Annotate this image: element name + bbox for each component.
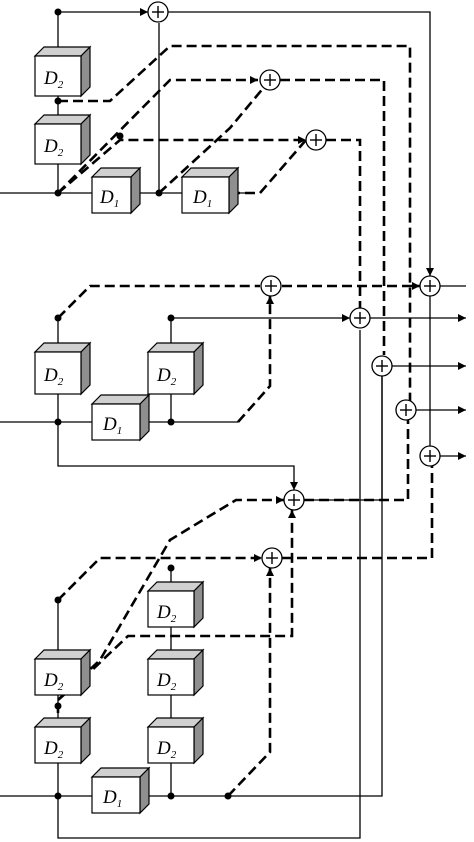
adder-b3 (371, 355, 393, 377)
delay-d1-box: D1 (90, 766, 151, 815)
delay-d2-box: D2 (33, 113, 92, 166)
svg-text:D2: D2 (43, 738, 64, 761)
delay-d2-box: D2 (146, 580, 205, 629)
adder-a1 (147, 1, 169, 23)
delay-d2-box: D2 (33, 45, 92, 98)
adder-b2-left (260, 275, 282, 297)
adder-c1 (283, 489, 305, 511)
delay-d2-box: D2 (146, 648, 205, 697)
delay-d2-box: D2 (33, 716, 92, 765)
delay-d2-box: D2 (33, 648, 92, 697)
svg-text:D2: D2 (43, 670, 64, 693)
svg-text:D2: D2 (43, 68, 64, 91)
adder-a2 (259, 69, 281, 91)
adder-b4 (395, 399, 417, 421)
svg-text:D2: D2 (156, 738, 177, 761)
delay-d1-box: D1 (90, 166, 142, 215)
delay-d1-box: D1 (180, 166, 240, 215)
dashed-wires (56, 44, 434, 797)
junction-dots (54, 8, 232, 800)
adder-c2 (261, 547, 283, 569)
svg-text:D1: D1 (102, 414, 122, 437)
delay-d1-box: D1 (90, 393, 151, 442)
arrowheads (140, 8, 466, 576)
adder-b2 (349, 307, 371, 329)
svg-text:D1: D1 (192, 187, 212, 210)
delay-d2-box: D2 (146, 341, 205, 396)
adder-a3 (305, 129, 327, 151)
adder-b1 (419, 275, 441, 297)
svg-text:D2: D2 (156, 670, 177, 693)
svg-text:D1: D1 (102, 787, 122, 810)
delay-d2-box: D2 (33, 341, 92, 396)
delay-d2-box: D2 (146, 716, 205, 765)
svg-text:D2: D2 (156, 365, 177, 388)
svg-text:D2: D2 (43, 365, 64, 388)
svg-text:D2: D2 (43, 136, 64, 159)
adder-b5 (419, 445, 441, 467)
svg-text:D1: D1 (99, 187, 119, 210)
svg-text:D2: D2 (156, 602, 177, 625)
